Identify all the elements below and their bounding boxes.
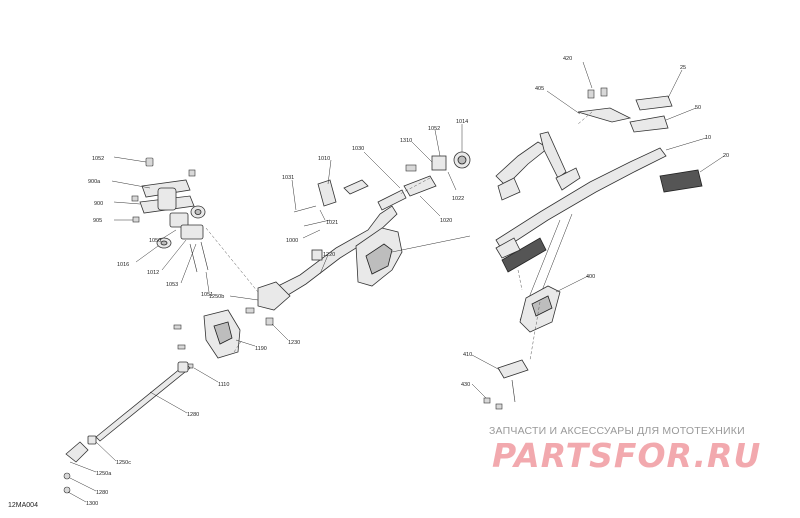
callout-1016: 1016 bbox=[117, 262, 129, 268]
callout-1310: 1310 bbox=[400, 138, 412, 144]
callout-1230: 1230 bbox=[288, 340, 300, 346]
callout-1250a: 1250a bbox=[96, 471, 112, 477]
callout-1280-end: 1280 bbox=[96, 490, 108, 496]
riser-bracket-assembly bbox=[131, 157, 209, 273]
handlebar-assembly bbox=[495, 87, 703, 273]
callout-1000: 1000 bbox=[286, 238, 298, 244]
callout-1010: 1010 bbox=[318, 156, 330, 162]
callout-1014: 1014 bbox=[456, 119, 468, 125]
callout-1110: 1110 bbox=[218, 382, 229, 388]
callout-leaders bbox=[67, 61, 725, 503]
callout-1250b: 1250b bbox=[209, 294, 224, 300]
callout-1020: 1020 bbox=[440, 218, 452, 224]
callout-1220: 1220 bbox=[323, 252, 335, 258]
callout-1021: 1021 bbox=[326, 220, 338, 226]
callout-labels: 420 405 25 50 10 20 1014 1310 1052 1010 … bbox=[86, 56, 729, 507]
callout-1052: 1052 bbox=[92, 156, 104, 162]
callout-1051: 1051 bbox=[201, 292, 213, 298]
callout-20: 20 bbox=[723, 153, 729, 159]
callout-1050: 1050 bbox=[149, 238, 161, 244]
callout-1250c: 1250c bbox=[116, 460, 131, 466]
callout-900: 900 bbox=[94, 201, 103, 207]
handlebar-riser bbox=[483, 213, 573, 410]
callout-1030: 1030 bbox=[352, 146, 364, 152]
lower-steering-shaft bbox=[63, 361, 191, 494]
callout-1031: 1031 bbox=[282, 175, 294, 181]
callout-25: 25 bbox=[680, 65, 686, 71]
callout-905: 905 bbox=[93, 218, 102, 224]
callout-410: 410 bbox=[463, 352, 472, 358]
alignment-lines bbox=[205, 111, 593, 361]
callout-1300: 1300 bbox=[86, 501, 98, 507]
callout-50: 50 bbox=[695, 105, 701, 111]
watermark-logo: PARTSFOR.RU bbox=[492, 436, 762, 475]
callout-420: 420 bbox=[563, 56, 572, 62]
callout-1052-upper: 1052 bbox=[428, 126, 440, 132]
callout-10: 10 bbox=[705, 135, 711, 141]
diagram-code: 12MA004 bbox=[8, 502, 38, 509]
callout-1012: 1012 bbox=[147, 270, 159, 276]
callout-405: 405 bbox=[535, 86, 544, 92]
callout-900a: 900a bbox=[88, 179, 101, 185]
watermark-subtitle: ЗАПЧАСТИ И АКСЕССУАРЫ ДЛЯ МОТОТЕХНИКИ bbox=[489, 425, 745, 437]
steering-column-cover bbox=[355, 227, 471, 287]
steering-column bbox=[257, 151, 471, 326]
callout-1280-shaft: 1280 bbox=[187, 412, 199, 418]
callout-400: 400 bbox=[586, 274, 595, 280]
callout-1053: 1053 bbox=[166, 282, 178, 288]
callout-1190: 1190 bbox=[255, 346, 267, 352]
callout-430: 430 bbox=[461, 382, 470, 388]
lower-bearing-support bbox=[173, 307, 255, 369]
callout-1022: 1022 bbox=[452, 196, 464, 202]
